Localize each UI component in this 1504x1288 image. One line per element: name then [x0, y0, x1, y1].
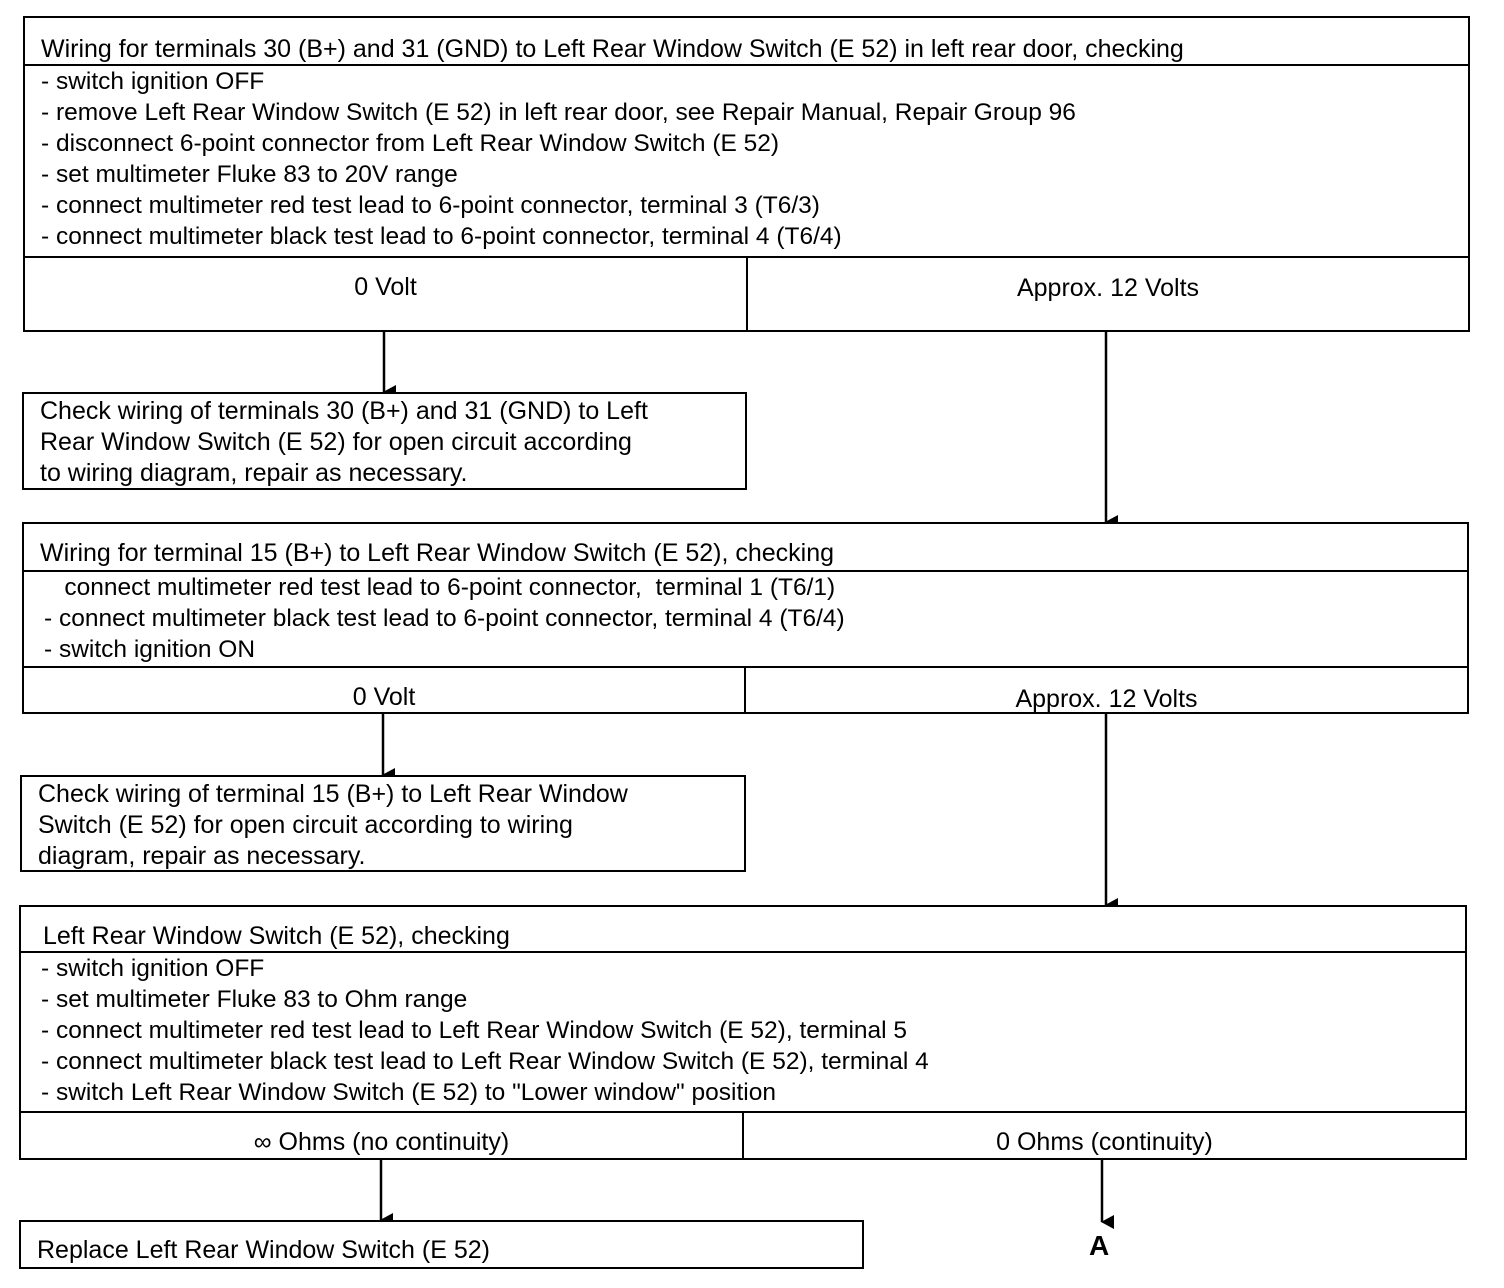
step3-result-left: ∞ Ohms (no continuity): [21, 1113, 744, 1158]
action3-box: Replace Left Rear Window Switch (E 52): [19, 1220, 864, 1269]
step1-step: - set multimeter Fluke 83 to 20V range: [41, 161, 458, 188]
step1-step: - remove Left Rear Window Switch (E 52) …: [41, 99, 1076, 126]
step3-box: Left Rear Window Switch (E 52), checking…: [19, 905, 1467, 1160]
step1-step: - switch ignition OFF: [41, 68, 265, 95]
step3-step: - set multimeter Fluke 83 to Ohm range: [41, 986, 468, 1013]
step2-steps: connect multimeter red test lead to 6-po…: [24, 572, 1467, 665]
step2-result-left: 0 Volt: [24, 668, 746, 712]
step3-step: - switch Left Rear Window Switch (E 52) …: [41, 1079, 776, 1106]
step1-steps: - switch ignition OFF - remove Left Rear…: [25, 66, 1468, 252]
step3-step: - switch ignition OFF: [41, 955, 265, 982]
action1-box: Check wiring of terminals 30 (B+) and 31…: [22, 392, 747, 490]
step3-step: - connect multimeter red test lead to Le…: [41, 1017, 908, 1044]
action1-line: Check wiring of terminals 30 (B+) and 31…: [40, 397, 648, 425]
step3-result-right: 0 Ohms (continuity): [996, 1128, 1213, 1156]
step2-step: - switch ignition ON: [44, 636, 256, 663]
step2-box: Wiring for terminal 15 (B+) to Left Rear…: [22, 522, 1469, 714]
step1-step: - connect multimeter red test lead to 6-…: [41, 192, 820, 219]
step3-results: ∞ Ohms (no continuity) 0 Ohms (continuit…: [21, 1111, 1465, 1158]
step3-step: - connect multimeter black test lead to …: [41, 1048, 929, 1075]
step3-steps: - switch ignition OFF - set multimeter F…: [21, 953, 1465, 1108]
step1-result-left: 0 Volt: [25, 258, 748, 330]
step3-title: Left Rear Window Switch (E 52), checking: [21, 907, 1465, 953]
step1-results: 0 Volt Approx. 12 Volts: [25, 256, 1468, 330]
step1-step: - connect multimeter black test lead to …: [41, 223, 842, 250]
step1-result-right: Approx. 12 Volts: [1016, 274, 1200, 302]
step1-box: Wiring for terminals 30 (B+) and 31 (GND…: [23, 16, 1470, 332]
step2-result-right: Approx. 12 Volts: [1015, 685, 1198, 713]
step2-title: Wiring for terminal 15 (B+) to Left Rear…: [24, 524, 1467, 572]
action2-line: Switch (E 52) for open circuit according…: [38, 811, 573, 839]
connector-label-a: A: [1089, 1230, 1110, 1261]
step1-step: - disconnect 6-point connector from Left…: [41, 130, 780, 157]
action2-box: Check wiring of terminal 15 (B+) to Left…: [20, 775, 746, 872]
action3-text: Replace Left Rear Window Switch (E 52): [37, 1236, 490, 1264]
action1-line: Rear Window Switch (E 52) for open circu…: [40, 428, 632, 456]
action2-line: Check wiring of terminal 15 (B+) to Left…: [38, 780, 628, 808]
action1-line: to wiring diagram, repair as necessary.: [40, 459, 468, 487]
step2-step: connect multimeter red test lead to 6-po…: [44, 574, 836, 601]
step1-title: Wiring for terminals 30 (B+) and 31 (GND…: [25, 18, 1468, 66]
step2-results: 0 Volt Approx. 12 Volts: [24, 666, 1467, 713]
action2-line: diagram, repair as necessary.: [38, 842, 366, 870]
step2-step: - connect multimeter black test lead to …: [44, 605, 845, 632]
